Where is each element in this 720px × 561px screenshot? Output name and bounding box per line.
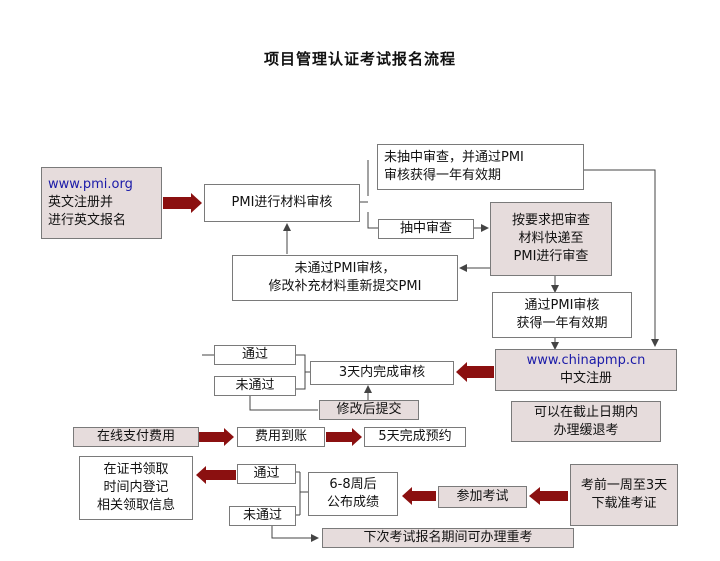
defer-line1: 可以在截止日期内: [533, 404, 638, 420]
cert-line3: 相关领取信息: [96, 498, 175, 513]
pass2-box: 通过: [237, 464, 296, 484]
resubmit-text: 修改后提交: [336, 402, 402, 417]
pmi-register-box: www.pmi.org 英文注册并 进行英文报名: [41, 167, 162, 239]
retake-box: 下次考试报名期间可办理重考: [322, 528, 574, 548]
mail-materials-box: 按要求把审查 材料快递至 PMI进行审查: [490, 202, 612, 276]
selected-text: 抽中审查: [399, 221, 452, 236]
mail-line2: 材料快递至: [518, 231, 584, 246]
admit-line1: 考前一周至3天: [580, 478, 668, 493]
fail2-text: 未通过: [242, 508, 282, 523]
chinapmp-line2: 中文注册: [559, 371, 612, 386]
results-box: 6-8周后 公布成绩: [308, 472, 398, 516]
passed-line1: 通过PMI审核: [524, 298, 600, 313]
results-line1: 6-8周后: [329, 477, 377, 492]
pmi-review-text: PMI进行材料审核: [231, 195, 333, 210]
pass2-text: 通过: [253, 466, 280, 481]
fee-received-box: 费用到账: [237, 427, 325, 447]
fail1-box: 未通过: [214, 376, 296, 396]
defer-line2: 办理缓退考: [553, 422, 619, 438]
fail1-text: 未通过: [235, 378, 275, 393]
chinapmp-link[interactable]: www.chinapmp.cn: [526, 353, 646, 368]
pmi-review-box: PMI进行材料审核: [204, 184, 360, 222]
passed-review-box: 通过PMI审核 获得一年有效期: [492, 292, 632, 338]
online-pay-text: 在线支付费用: [96, 429, 175, 444]
pmi-link[interactable]: www.pmi.org: [48, 177, 133, 192]
not-selected-line2: 审核获得一年有效期: [384, 168, 502, 183]
selected-box: 抽中审查: [378, 219, 474, 239]
review-3days-box: 3天内完成审核: [310, 361, 454, 385]
chinapmp-box: www.chinapmp.cn 中文注册: [495, 349, 677, 391]
passed-line2: 获得一年有效期: [516, 316, 608, 331]
certificate-box: 在证书领取 时间内登记 相关领取信息: [79, 456, 193, 520]
cert-line2: 时间内登记: [103, 480, 169, 495]
page-title: 项目管理认证考试报名流程: [263, 50, 456, 68]
fail2-box: 未通过: [229, 506, 296, 526]
cert-line1: 在证书领取: [103, 462, 169, 477]
fee-received-text: 费用到账: [254, 429, 307, 444]
not-selected-line1: 未抽中审查，并通过PMI: [384, 150, 524, 165]
pmi-register-line1: 英文注册并: [48, 195, 114, 210]
retake-text: 下次考试报名期间可办理重考: [363, 530, 533, 545]
pass1-box: 通过: [214, 345, 296, 365]
pass1-text: 通过: [241, 347, 268, 362]
can-defer-box: 可以在截止日期内 办理缓退考: [511, 401, 661, 442]
results-line2: 公布成绩: [326, 495, 379, 510]
mail-line3: PMI进行审查: [513, 249, 589, 264]
failed-line2: 修改补充材料重新提交PMI: [268, 279, 422, 294]
booking-box: 5天完成预约: [364, 427, 466, 447]
online-pay-box: 在线支付费用: [73, 427, 199, 447]
take-exam-text: 参加考试: [456, 489, 509, 504]
not-selected-box: 未抽中审查，并通过PMI 审核获得一年有效期: [377, 144, 584, 190]
admit-card-box: 考前一周至3天 下载准考证: [570, 464, 678, 526]
take-exam-box: 参加考试: [438, 486, 527, 508]
review-3days-text: 3天内完成审核: [338, 365, 426, 380]
resubmit-box: 修改后提交: [319, 400, 419, 420]
admit-line2: 下载准考证: [591, 496, 657, 511]
failed-review-box: 未通过PMI审核， 修改补充材料重新提交PMI: [232, 255, 458, 301]
failed-line1: 未通过PMI审核，: [294, 261, 396, 276]
booking-text: 5天完成预约: [378, 429, 452, 444]
mail-line1: 按要求把审查: [511, 213, 590, 228]
pmi-register-line2: 进行英文报名: [48, 213, 127, 228]
